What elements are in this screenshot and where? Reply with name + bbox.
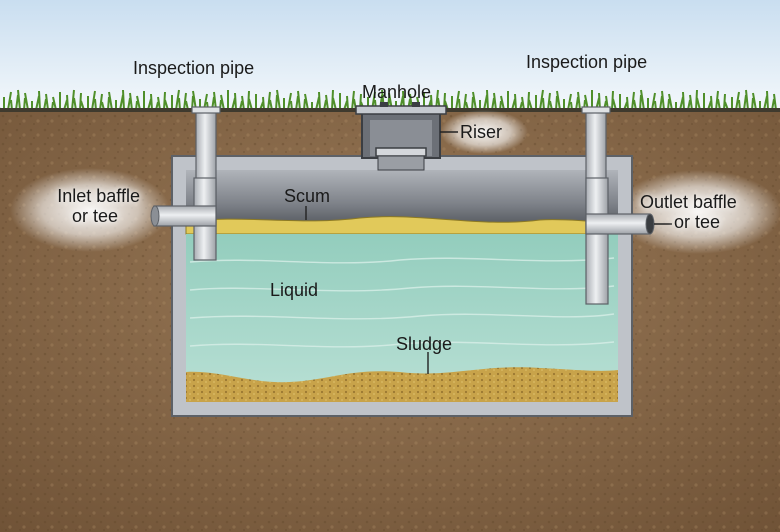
outlet-label-glow [614,170,780,254]
grass [0,89,777,111]
inspection-pipe-right-label: Inspection pipe [526,52,648,72]
inlet-pipe [153,205,217,227]
riser-label-glow [440,110,528,154]
outlet-label: Outlet baffle or tee [640,192,737,232]
scum-label: Scum [284,186,331,206]
manhole-handle-right [412,102,420,107]
inlet-label: Inlet baffle or tee [30,186,140,226]
scum-layer [185,216,619,235]
grass-blades [0,89,777,111]
manhole-handle-left [380,102,388,107]
sludge-label: Sludge [396,334,453,354]
outlet-tee-vertical [585,177,609,305]
manhole-label: Manhole [362,82,432,102]
riser-label: Riser [460,122,503,142]
riser-neck [377,155,425,171]
inspection-pipe-left-label: Inspection pipe [133,58,255,78]
liquid-ripples [189,257,615,348]
inlet-label-line1: Inlet baffle [57,186,140,206]
inlet-label-line2: or tee [71,206,118,226]
inlet-pipe-opening [150,205,160,227]
liquid-label: Liquid [270,280,319,300]
inspection-pipe-left-cap [191,106,221,114]
sludge-texture [186,367,618,402]
outlet-label-line2: or tee [674,212,721,232]
tank-access-lid [375,147,427,157]
inlet-label-glow [10,168,170,252]
manhole-cover [355,105,447,115]
inspection-pipe-right-cap [581,106,611,114]
outlet-label-line1: Outlet baffle [640,192,737,212]
